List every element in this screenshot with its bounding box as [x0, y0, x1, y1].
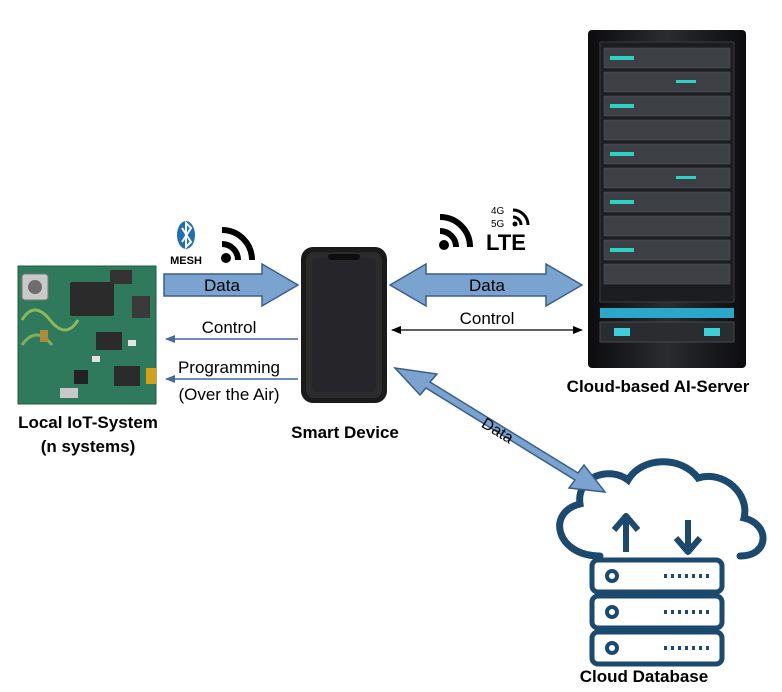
- cloud-database-title: Cloud Database: [580, 667, 708, 686]
- iot-phone-data-label: Data: [204, 276, 240, 295]
- cellular-wifi-icon: [439, 214, 473, 250]
- cellular-5g-label: 5G: [491, 219, 505, 230]
- phone-server-control-label: Control: [460, 309, 515, 328]
- phone-database-data-label: Data: [478, 415, 516, 447]
- smart-device-title: Smart Device: [291, 423, 399, 442]
- iot-system-subtitle: (n systems): [41, 437, 135, 456]
- ai-server-title: Cloud-based AI-Server: [567, 377, 750, 396]
- cloud-database-icon: [556, 458, 767, 667]
- phone-server-data-arrow: [388, 262, 584, 308]
- phone-iot-programming-note: (Over the Air): [178, 385, 279, 404]
- iot-pcb-image: [17, 265, 157, 405]
- mesh-label: MESH: [170, 255, 202, 267]
- bluetooth-icon: [177, 220, 195, 250]
- cellular-4g-label: 4G: [491, 206, 505, 217]
- smartphone-icon: [301, 247, 387, 403]
- wifi-icon: [221, 227, 255, 263]
- small-signal-icon: [512, 208, 530, 227]
- iot-system-title: Local IoT-System: [18, 413, 158, 432]
- cellular-lte-label: LTE: [486, 230, 526, 255]
- server-rack-icon: [588, 30, 746, 368]
- iot-to-phone-data-arrow: [163, 262, 300, 308]
- phone-server-data-label: Data: [469, 276, 505, 295]
- phone-iot-control-label: Control: [202, 318, 257, 337]
- phone-iot-programming-label: Programming: [178, 358, 280, 377]
- phone-database-data-arrow: [393, 366, 607, 493]
